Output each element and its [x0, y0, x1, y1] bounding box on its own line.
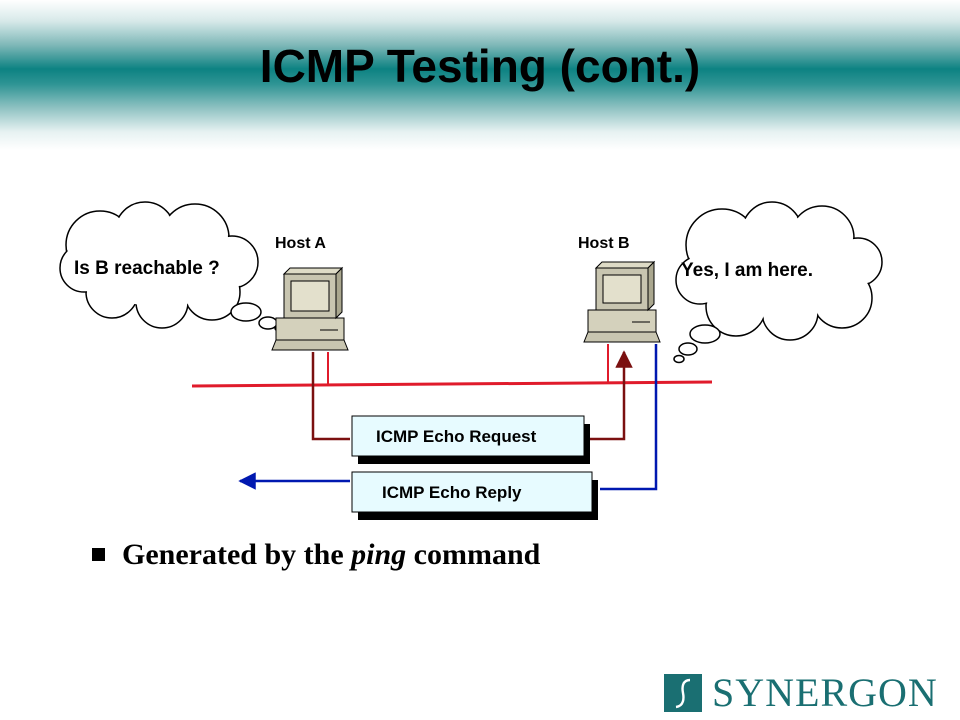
thought-cloud-host-b [673, 201, 883, 364]
echo-request-box [351, 415, 590, 464]
host-b-computer-icon [583, 260, 661, 343]
thought-text-host-b: Yes, I am here. [681, 260, 813, 281]
host-b-label: Host B [578, 235, 630, 252]
synergon-logo-text: SYNERGON [712, 670, 938, 715]
title-band [0, 0, 960, 150]
echo-request-label: ICMP Echo Request [376, 427, 537, 446]
bullet-text-emphasis: ping [351, 538, 407, 571]
bullet-text-suffix: command [406, 538, 541, 571]
square-bullet-icon [92, 547, 105, 561]
thought-text-host-a: Is B reachable ? [74, 258, 220, 279]
network-bus [191, 380, 713, 388]
request-path-in [311, 352, 350, 441]
slide-title: ICMP Testing (cont.) [259, 40, 701, 92]
synergon-logo-mark-icon [664, 674, 702, 712]
thought-cloud-host-a [59, 201, 286, 333]
echo-reply-label: ICMP Echo Reply [382, 483, 522, 502]
bullet-text-prefix: Generated by the [122, 538, 352, 571]
request-path-out-arrow [590, 350, 633, 441]
host-a-label: Host A [275, 235, 326, 252]
reply-path-in [600, 344, 658, 491]
bullet-item: Generated by the ping command [92, 538, 540, 572]
synergon-logo: SYNERGON [664, 672, 938, 714]
echo-reply-box [351, 471, 598, 520]
host-a-computer-icon [271, 266, 349, 351]
